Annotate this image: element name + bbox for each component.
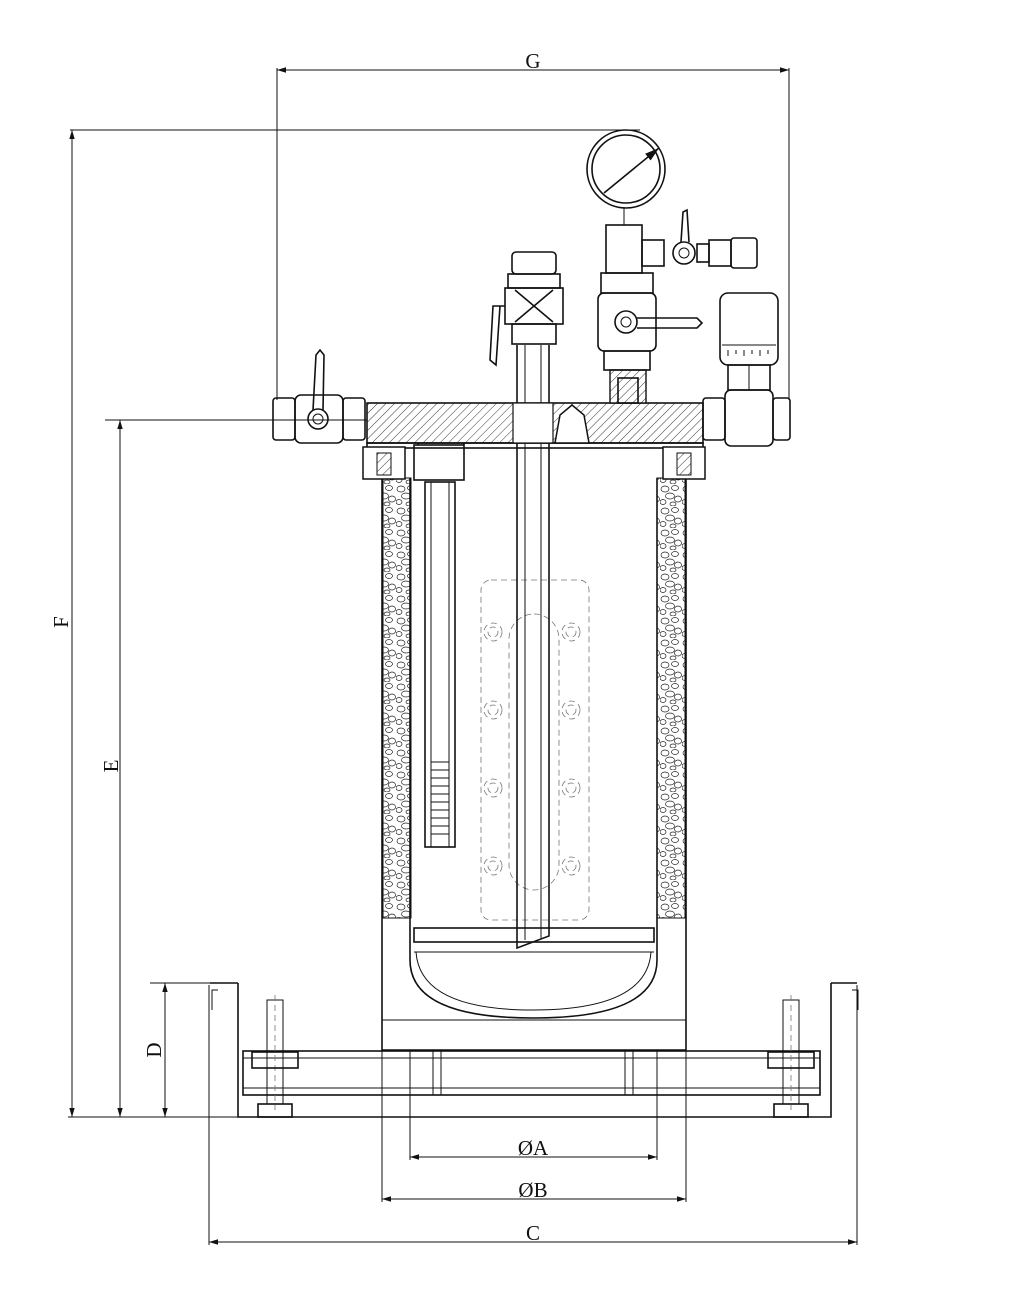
dimension-label-c: C [526,1221,540,1245]
side-valve-right [702,389,791,447]
dimension-lines [68,67,858,1245]
dimension-label-f: F [49,616,73,628]
insulation-right [656,477,686,919]
pressure-regulator [719,292,779,391]
base-tray [210,982,859,1118]
dimension-label-a: ØA [518,1136,549,1160]
vessel-body [381,476,687,1051]
gauge-valve-assembly [597,207,758,371]
dimension-label-b: ØB [518,1178,547,1202]
base-bolt-right [767,995,815,1118]
pressure-gauge [586,129,666,209]
dimension-label-e: E [99,760,123,773]
dimension-label-d: D [142,1042,166,1057]
base-bolt-left [251,995,299,1118]
insulation-left [382,477,412,919]
vessel-lid [362,369,706,480]
internal-basket [480,579,590,921]
side-valve-left [272,348,366,444]
strainer-tube [413,403,465,848]
dimension-label-g: G [525,49,540,73]
dip-tube [516,345,550,950]
outlet-ball-valve [489,251,564,367]
